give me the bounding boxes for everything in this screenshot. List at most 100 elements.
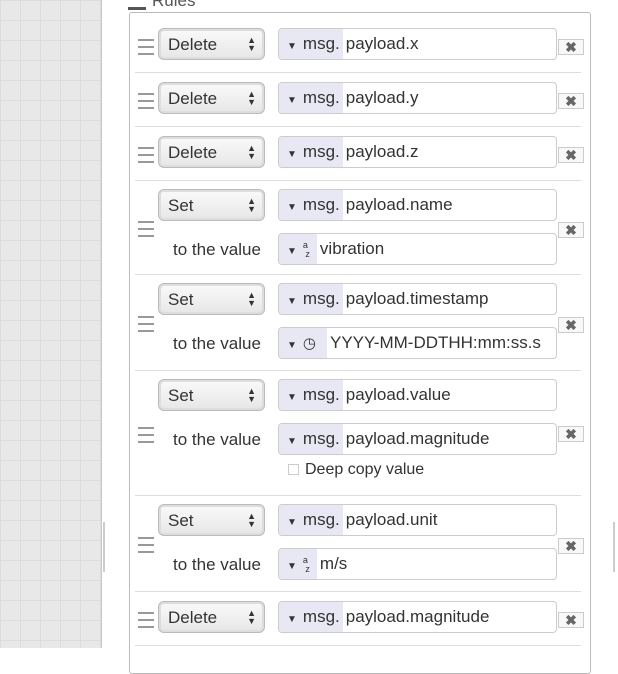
delete-rule-button[interactable]: ✖ bbox=[558, 222, 584, 238]
string-az-icon: a z bbox=[302, 554, 310, 574]
target-type-label: msg. bbox=[302, 195, 340, 214]
target-type-button[interactable]: ▼msg. bbox=[279, 380, 343, 410]
drag-handle-icon[interactable] bbox=[138, 612, 154, 628]
string-az-icon: a z bbox=[302, 239, 310, 259]
delete-rule-button[interactable]: ✖ bbox=[558, 317, 584, 333]
action-select-value: Set bbox=[168, 386, 194, 405]
target-property-input[interactable]: ▼ msg. payload.name bbox=[278, 189, 557, 221]
to-the-value-label: to the value bbox=[173, 555, 261, 574]
close-icon: ✖ bbox=[565, 93, 577, 109]
caret-down-icon: ▼ bbox=[287, 561, 297, 572]
target-property-input[interactable]: ▼ msg. payload.magnitude bbox=[278, 601, 557, 633]
value-type-button[interactable]: ▼ a z bbox=[279, 234, 317, 264]
target-property-value: payload.name bbox=[345, 195, 453, 214]
action-select[interactable]: Set ▲▼ bbox=[158, 504, 265, 536]
drag-handle-icon[interactable] bbox=[138, 147, 154, 163]
drag-handle-icon[interactable] bbox=[138, 537, 154, 553]
action-select-value: Set bbox=[168, 511, 194, 530]
target-type-button[interactable]: ▼ msg. bbox=[279, 190, 343, 220]
resize-handle-left[interactable] bbox=[103, 522, 105, 572]
drag-handle-icon[interactable] bbox=[138, 93, 154, 109]
drag-handle-icon[interactable] bbox=[138, 39, 154, 55]
action-select[interactable]: Set ▲▼ bbox=[158, 283, 265, 315]
rules-list: Delete▲▼ ▼msg.payload.x✖ Delete▲▼ ▼msg.p… bbox=[129, 12, 591, 674]
select-arrows-icon: ▲▼ bbox=[247, 290, 256, 308]
deep-copy-checkbox[interactable]: Deep copy value bbox=[288, 461, 424, 479]
target-type-label: msg. bbox=[302, 510, 340, 529]
target-property-input[interactable]: ▼ msg. payload.unit bbox=[278, 504, 557, 536]
target-property-value: payload.x bbox=[345, 34, 419, 53]
list-icon bbox=[128, 0, 146, 10]
value-type-button[interactable]: ▼ msg. bbox=[279, 424, 343, 454]
delete-rule-button[interactable]: ✖ bbox=[558, 538, 584, 554]
action-select[interactable]: Delete▲▼ bbox=[158, 136, 265, 168]
action-select[interactable]: Delete ▲▼ bbox=[158, 82, 265, 114]
delete-rule-button[interactable]: ✖ bbox=[558, 147, 584, 163]
delete-rule-button[interactable]: ✖ bbox=[558, 612, 584, 628]
target-type-label: msg. bbox=[302, 289, 340, 308]
caret-down-icon: ▼ bbox=[287, 614, 297, 625]
drag-handle-icon[interactable] bbox=[138, 221, 154, 237]
value-text: vibration bbox=[319, 239, 385, 258]
close-icon: ✖ bbox=[565, 538, 577, 554]
value-type-label: msg. bbox=[302, 429, 340, 448]
target-property-input[interactable]: ▼msg.payload.z bbox=[278, 136, 557, 168]
select-arrows-icon: ▲▼ bbox=[247, 89, 256, 107]
value-type-button[interactable]: ▼◷ bbox=[279, 328, 327, 358]
select-arrows-icon: ▲▼ bbox=[247, 35, 256, 53]
caret-down-icon: ▼ bbox=[287, 246, 297, 257]
caret-down-icon: ▼ bbox=[287, 149, 297, 160]
action-select-value: Set bbox=[168, 196, 194, 215]
target-type-label: msg. bbox=[302, 34, 340, 53]
close-icon: ✖ bbox=[565, 317, 577, 333]
value-type-button[interactable]: ▼ a z bbox=[279, 549, 317, 579]
target-property-input[interactable]: ▼ msg. payload.x bbox=[278, 28, 557, 60]
value-input[interactable]: ▼msg.payload.magnitude bbox=[278, 423, 557, 455]
target-type-button[interactable]: ▼msg. bbox=[279, 83, 343, 113]
action-select-value: Set bbox=[168, 290, 194, 309]
resize-handle-right[interactable] bbox=[613, 522, 615, 572]
target-type-label: msg. bbox=[302, 607, 340, 626]
target-type-button[interactable]: ▼ msg. bbox=[279, 505, 343, 535]
drag-handle-icon[interactable] bbox=[138, 316, 154, 332]
rule-row: Delete ▲▼ ▼msg.payload.y ✖ bbox=[135, 72, 584, 127]
target-property-input[interactable]: ▼msg.payload.value bbox=[278, 379, 557, 411]
value-text: m/s bbox=[319, 554, 348, 573]
value-input[interactable]: ▼◷YYYY-MM-DDTHH:mm:ss.s bbox=[278, 327, 557, 359]
target-type-button[interactable]: ▼msg. bbox=[279, 284, 343, 314]
caret-down-icon: ▼ bbox=[287, 392, 297, 403]
target-type-button[interactable]: ▼ msg. bbox=[279, 29, 343, 59]
caret-down-icon: ▼ bbox=[287, 436, 297, 447]
drag-handle-icon[interactable] bbox=[138, 426, 154, 443]
deep-copy-label: Deep copy value bbox=[305, 461, 425, 478]
action-select[interactable]: Delete ▲▼ bbox=[158, 28, 265, 60]
target-property-value: payload.y bbox=[345, 88, 419, 107]
rules-heading-label: Rules bbox=[152, 0, 196, 10]
target-type-button[interactable]: ▼ msg. bbox=[279, 137, 343, 167]
target-property-value: payload.value bbox=[345, 385, 451, 404]
action-select-value: Delete bbox=[168, 89, 218, 108]
action-select[interactable]: Delete▲▼ bbox=[158, 601, 265, 633]
select-arrows-icon: ▲▼ bbox=[247, 511, 256, 529]
value-input[interactable]: ▼ a z m/s bbox=[278, 548, 557, 580]
target-property-value: payload.magnitude bbox=[345, 607, 490, 626]
action-select[interactable]: Set▲▼ bbox=[158, 379, 265, 411]
target-property-value: payload.unit bbox=[345, 510, 438, 529]
target-type-button[interactable]: ▼ msg. bbox=[279, 602, 343, 632]
select-arrows-icon: ▲▼ bbox=[247, 196, 256, 214]
target-type-label: msg. bbox=[302, 142, 340, 161]
delete-rule-button[interactable]: ✖ bbox=[558, 39, 584, 55]
action-select[interactable]: Set ▲▼ bbox=[158, 189, 265, 221]
caret-down-icon: ▼ bbox=[287, 202, 297, 213]
action-select-value: Delete bbox=[168, 35, 218, 54]
value-input[interactable]: ▼ a z vibration bbox=[278, 233, 557, 265]
target-property-input[interactable]: ▼msg.payload.timestamp bbox=[278, 283, 557, 315]
target-property-input[interactable]: ▼msg.payload.y bbox=[278, 82, 557, 114]
close-icon: ✖ bbox=[565, 39, 577, 55]
caret-down-icon: ▼ bbox=[287, 41, 297, 52]
to-the-value-label: to the value bbox=[173, 240, 261, 259]
delete-rule-button[interactable]: ✖ bbox=[558, 93, 584, 109]
delete-rule-button[interactable]: ✖ bbox=[558, 426, 584, 442]
caret-down-icon: ▼ bbox=[287, 517, 297, 528]
